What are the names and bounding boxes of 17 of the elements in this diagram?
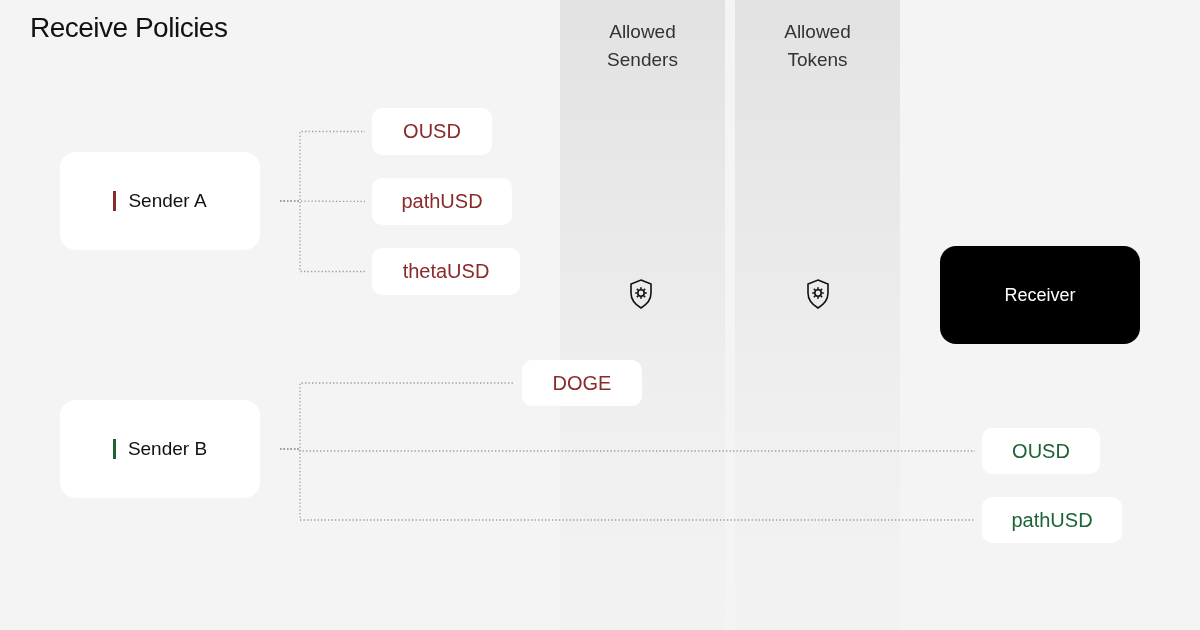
node-label: pathUSD — [401, 190, 483, 213]
dotted-connector — [279, 448, 976, 521]
node-label: thetaUSD — [402, 260, 490, 283]
node-label: Sender A — [128, 190, 207, 212]
receiver-box — [940, 246, 1140, 344]
sender-card — [60, 152, 260, 250]
dotted-connector — [279, 200, 366, 273]
node-label: DOGE — [552, 371, 612, 395]
node-label: OUSD — [1012, 439, 1070, 463]
sender-card — [60, 400, 260, 498]
node-label: Sender B — [127, 438, 208, 460]
column-heading: Allowed Senders — [606, 20, 679, 72]
node-label: OUSD — [403, 120, 461, 143]
title: Receive Policies — [30, 12, 228, 44]
node-label: pathUSD — [1011, 508, 1093, 532]
column-heading: Allowed Tokens — [783, 20, 852, 72]
node-label: Receiver — [1004, 284, 1076, 306]
